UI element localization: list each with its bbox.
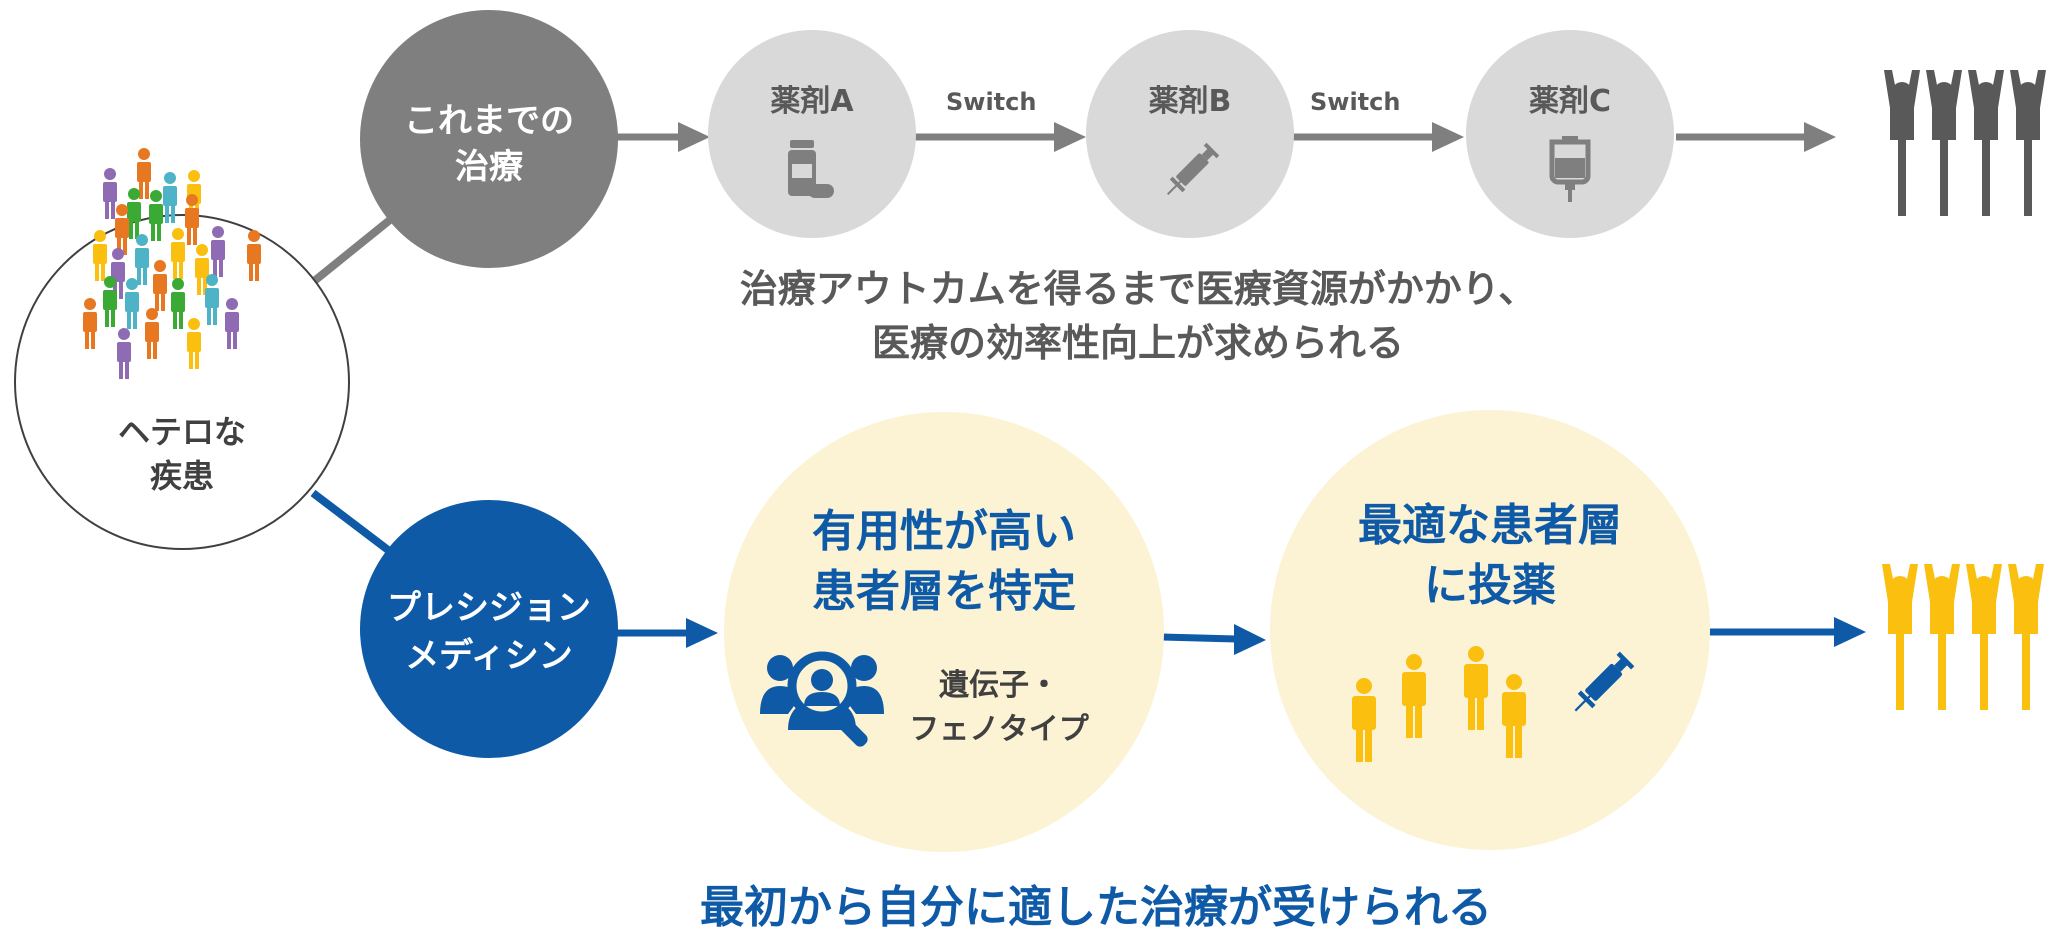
drug-b-circle: 薬剤B — [1086, 30, 1294, 238]
precision-medicine-circle: プレシジョン メディシン — [360, 500, 618, 758]
connector-source-conventional — [310, 211, 399, 286]
source-label-line2: 疾患 — [149, 457, 214, 495]
bottom-message: 最初から自分に適した治療が受けられる — [700, 882, 1492, 933]
drug-a-label: 薬剤A — [770, 84, 854, 119]
patient-group-icon — [1352, 646, 1526, 762]
conventional-treatment-circle: これまでの 治療 — [360, 10, 618, 268]
step1-title-line1: 有用性が高い — [812, 506, 1076, 557]
source-circle — [14, 214, 350, 550]
arrow-drug-a-to-b — [914, 122, 1086, 152]
diverse-crowd-icon — [83, 148, 261, 379]
drug-a-circle: 薬剤A — [708, 30, 916, 238]
arrow-conventional-to-drug-a — [614, 122, 710, 152]
step1-title-line2: 患者層を特定 — [812, 566, 1076, 617]
switch-label-2: Switch — [1310, 88, 1401, 116]
conventional-note: 治療アウトカムを得るまで医療資源がかかり、 医療の効率性向上が求められる — [728, 262, 1548, 370]
arrow-step1-to-step2 — [1161, 624, 1266, 655]
drug-c-label: 薬剤C — [1528, 84, 1612, 119]
conventional-note-line2: 医療の効率性向上が求められる — [871, 321, 1404, 365]
source-label-line1: ヘテロな — [117, 413, 246, 451]
identify-patients-circle: 有用性が高い 患者層を特定 遺伝子・ フェノタイプ — [724, 412, 1164, 852]
step2-title-line1: 最適な患者層 — [1358, 500, 1622, 551]
syringe-icon — [1574, 651, 1635, 712]
arrow-precision-to-step1 — [614, 618, 718, 648]
arrow-drug-c-to-outcome — [1676, 122, 1836, 152]
step1-sub-line2: フェノタイプ — [909, 712, 1089, 747]
switch-label-1: Switch — [946, 88, 1037, 116]
arrow-drug-b-to-c — [1292, 122, 1464, 152]
syringe-icon — [1166, 142, 1220, 196]
drug-b-label: 薬剤B — [1148, 84, 1232, 119]
precision-label-line1: プレシジョン — [387, 588, 591, 628]
people-cheering-gray-icon — [1884, 70, 2046, 216]
pill-bottle-icon — [788, 140, 834, 198]
conventional-label-line2: 治療 — [455, 147, 523, 187]
administer-drug-circle: 最適な患者層 に投薬 — [1270, 410, 1710, 850]
search-people-icon — [760, 651, 884, 747]
connector-source-precision — [310, 489, 399, 560]
drug-c-circle: 薬剤C — [1466, 30, 1674, 238]
people-cheering-yellow-icon — [1882, 564, 2044, 710]
step2-title-line2: に投薬 — [1424, 560, 1556, 611]
arrow-step2-to-outcome — [1706, 617, 1866, 647]
step1-sub-line1: 遺伝子・ — [939, 668, 1059, 703]
precision-label-line2: メディシン — [405, 636, 573, 676]
conventional-label-line1: これまでの — [404, 101, 574, 141]
source-label: ヘテロな 疾患 — [114, 410, 250, 498]
conventional-note-line1: 治療アウトカムを得るまで医療資源がかかり、 — [739, 267, 1537, 311]
iv-bag-icon — [1549, 136, 1591, 202]
